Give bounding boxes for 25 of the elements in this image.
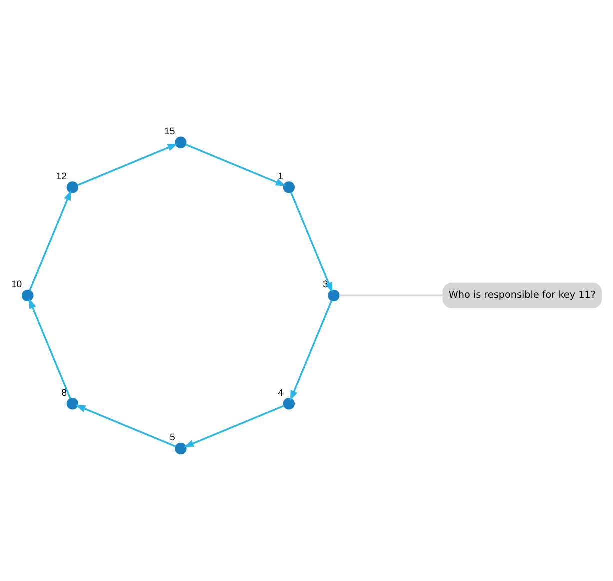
connector [340,294,444,297]
node-label: 15 [164,126,176,138]
node-label: 10 [11,280,22,291]
node-circle [175,442,187,455]
node-circle [22,290,34,302]
node-circle [328,290,340,302]
node-label: 12 [56,171,68,182]
node-box: Who is responsible for key 11? [442,282,602,308]
arrow [186,144,286,186]
node-label: 4 [278,388,284,399]
node-circle [66,398,79,410]
arrow [290,192,333,293]
arrow [78,144,178,186]
arrow [184,405,284,448]
arrow [29,190,72,291]
arrow [290,300,333,402]
node-circle [283,182,295,194]
node-label: 1 [278,171,284,182]
node-circle [66,182,79,194]
node-label: 8 [62,388,68,399]
arrow [29,298,72,400]
node-circle [283,398,295,410]
arrow [75,405,176,448]
node-circle [175,136,187,148]
node-label: 5 [170,432,176,444]
